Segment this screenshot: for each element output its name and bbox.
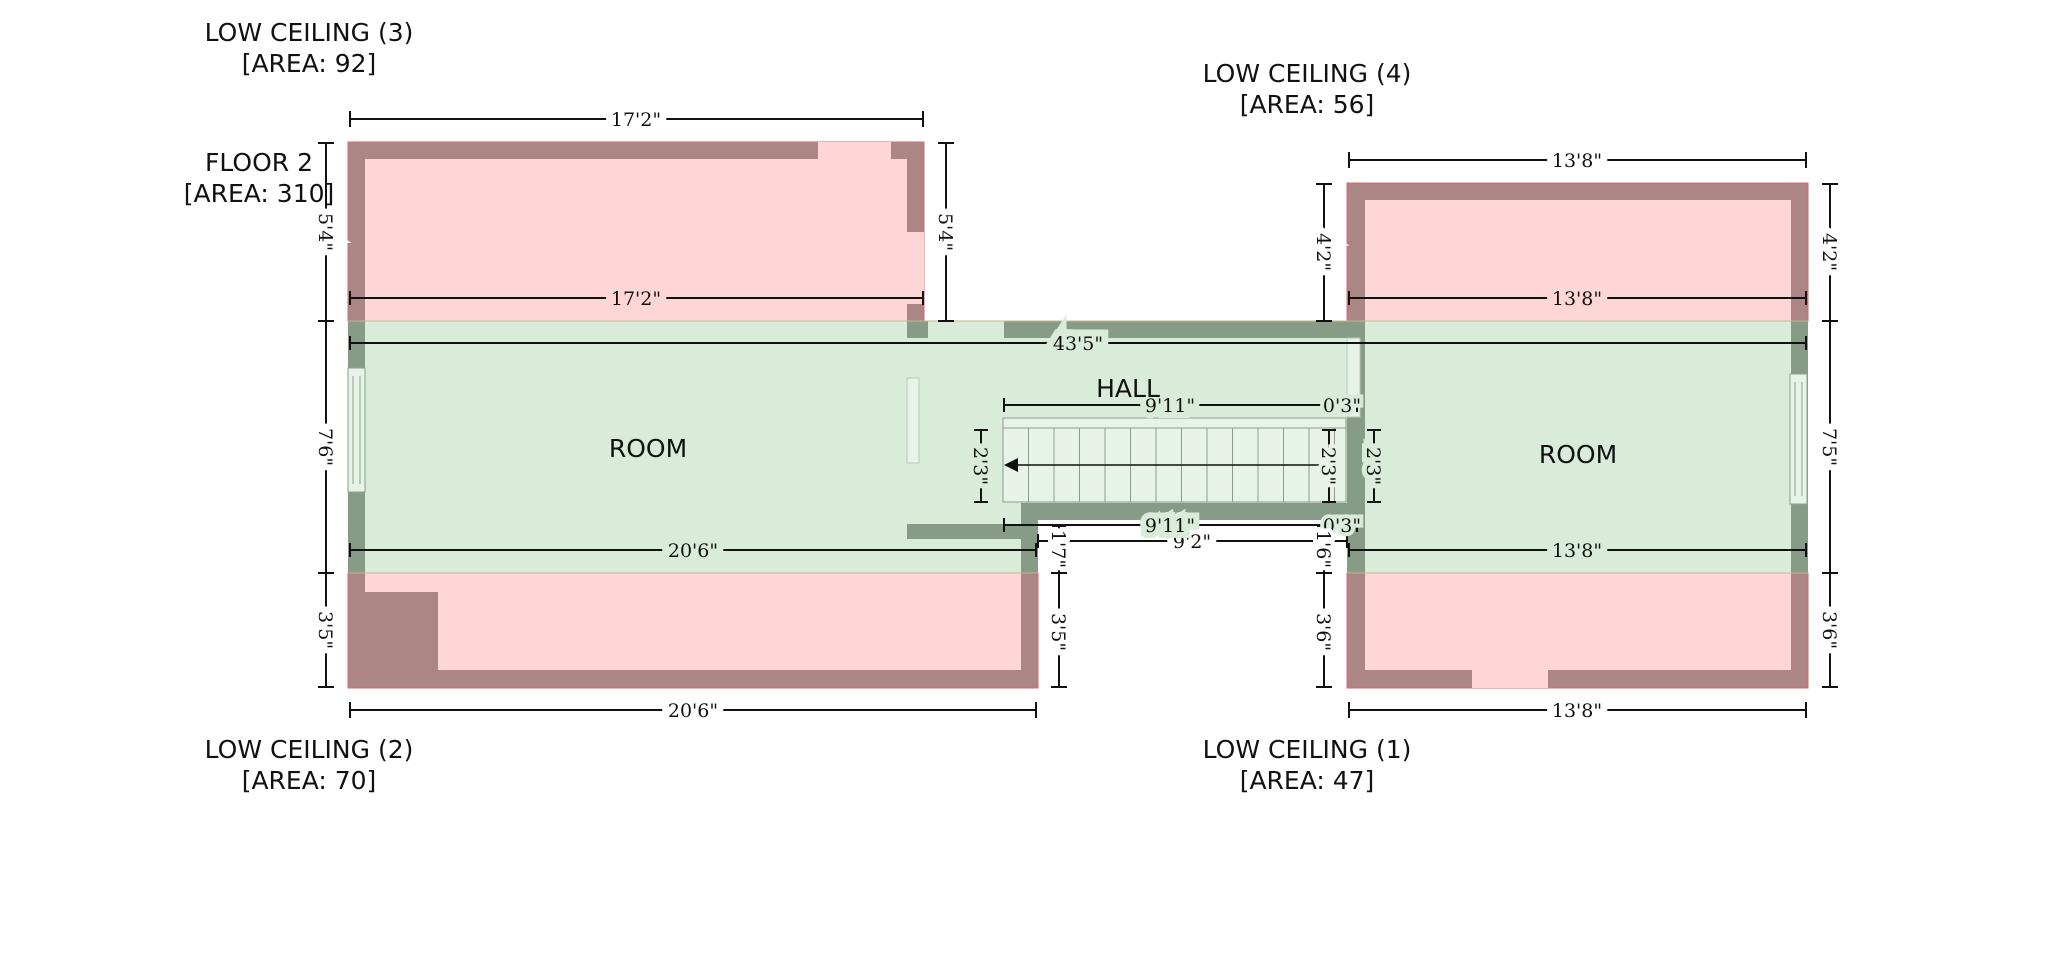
low-ceiling-3-area [347,141,925,322]
dim-lc4-height-right: 4'2" [1818,233,1840,271]
dim-room-right-width: 13'8" [1552,540,1602,562]
dim-lc4-width-bottom: 13'8" [1552,288,1602,310]
low-ceiling-1-area-value: [AREA: 47] [1240,766,1375,795]
low-ceiling-3-name: LOW CEILING (3) [205,18,414,47]
floor-area-value: [AREA: 310] [184,179,335,208]
low-ceiling-2-area-value: [AREA: 70] [242,766,377,795]
dim-stair-height-right: 2'3" [1362,447,1384,485]
dim-lc2-width-bottom: 20'6" [668,700,718,722]
room-right-area [1346,321,1808,573]
low-ceiling-4-area-value: [AREA: 56] [1240,90,1375,119]
dim-lc2-height-left: 3'5" [314,611,336,649]
dim-room-left-height: 7'6" [314,428,336,466]
window-left [347,367,366,493]
dim-room-right-height: 7'5" [1818,428,1840,466]
dimension-lines [318,111,1838,718]
dim-lc3-width-bottom: 17'2" [611,288,661,310]
dim-lc1-height-right: 3'6" [1818,611,1840,649]
dim-lc3-height-right: 5'4" [934,213,956,251]
room-right-label: ROOM [1539,440,1617,469]
dim-stair-top-small: 0'3" [1323,395,1361,417]
area-labels: LOW CEILING (3) [AREA: 92] FLOOR 2 [AREA… [184,18,1617,795]
dim-lc4-height-left: 4'2" [1312,233,1334,271]
low-ceiling-3-area-value: [AREA: 92] [242,49,377,78]
low-ceiling-1-name: LOW CEILING (1) [1203,735,1412,764]
hall-label: HALL [1096,374,1160,403]
floor-name: FLOOR 2 [205,148,313,177]
dim-total-width: 43'5" [1053,333,1103,355]
dim-lc3-height-left: 5'4" [314,213,336,251]
dim-lc1-width-bottom: 13'8" [1552,700,1602,722]
dim-lc4-width-top: 13'8" [1552,150,1602,172]
dim-hall-offset-right: 1'6" [1312,530,1334,568]
dim-lc3-width-top: 17'2" [611,109,661,131]
low-ceiling-2-area [347,572,1039,689]
room-left-label: ROOM [609,434,687,463]
low-ceiling-4-name: LOW CEILING (4) [1203,59,1412,88]
low-ceiling-1-area [1346,572,1809,689]
dim-stair-bottom: 9'11" [1145,515,1195,537]
staircase [1002,417,1347,503]
dim-room-left-width: 20'6" [668,540,718,562]
stair-arrow-icon [1004,458,1018,472]
dim-stair-bottom-small: 0'3" [1323,515,1361,537]
window-right [1789,373,1808,505]
dim-stair-height-left: 2'3" [969,447,991,485]
low-ceiling-2-name: LOW CEILING (2) [205,735,414,764]
dim-hall-offset-left: 1'7" [1047,530,1069,568]
dim-lc2-height-right: 3'5" [1047,613,1069,651]
dim-stair-height-mid: 2'3" [1317,447,1339,485]
dim-lc1-height-left: 3'6" [1312,613,1334,651]
